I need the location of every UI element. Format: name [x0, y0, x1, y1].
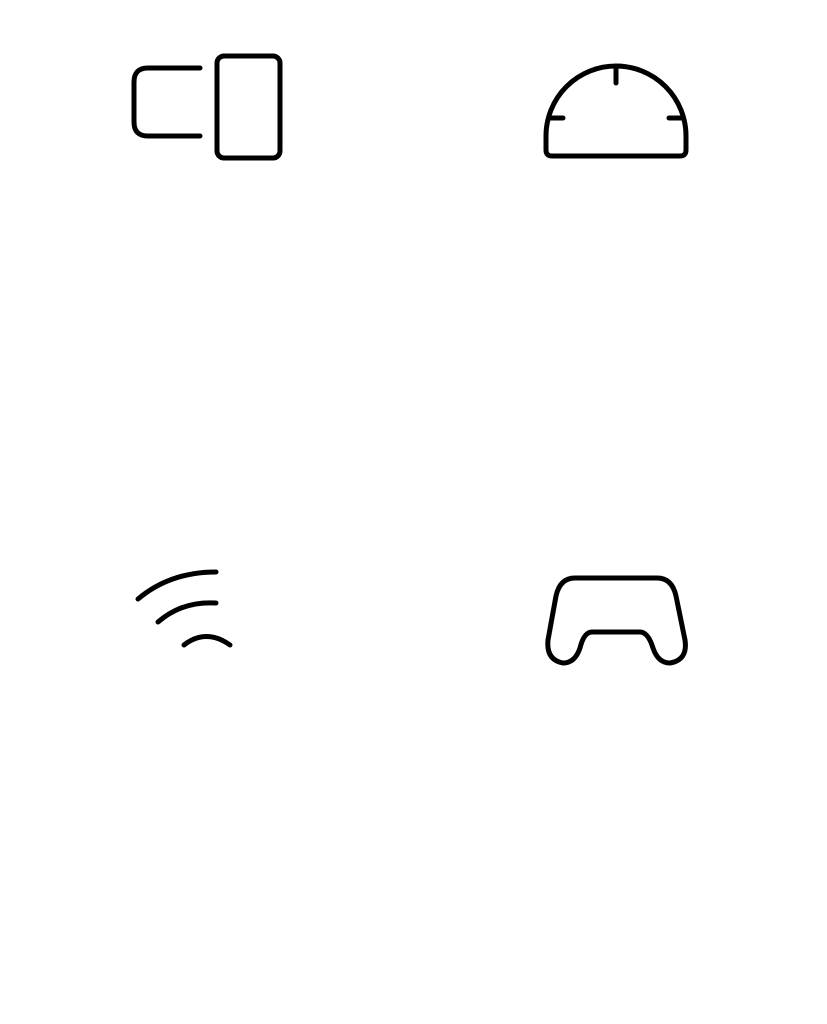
wireless-signal-icon: [135, 569, 233, 648]
game-controller-icon: [545, 575, 688, 666]
speedometer-icon: [543, 63, 689, 159]
multi-device-icon: [131, 53, 283, 161]
